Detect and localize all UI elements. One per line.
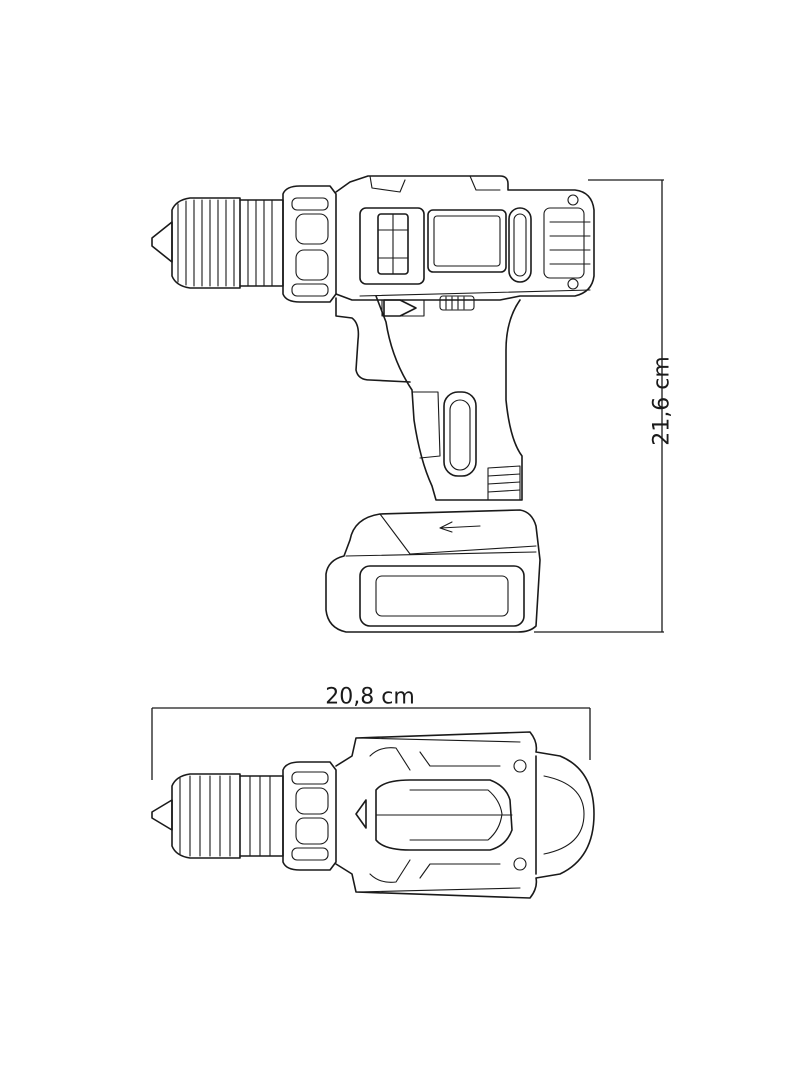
height-dimension: [534, 179, 664, 633]
chuck-top: [171, 773, 284, 859]
clutch-collar: [282, 185, 337, 303]
height-dimension-label: 21,6 cm: [649, 356, 675, 446]
housing-top: [335, 731, 595, 899]
chuck-tip-top: [151, 799, 173, 831]
handle: [335, 295, 523, 501]
clutch-collar-top: [282, 761, 337, 871]
drill-side-view: [151, 175, 595, 633]
width-dimension: [151, 707, 591, 780]
chuck: [171, 197, 284, 289]
drill-top-view: [151, 731, 595, 899]
chuck-tip: [151, 221, 173, 263]
motor-housing: [335, 175, 595, 301]
width-dimension-label: 20,8 cm: [325, 684, 415, 710]
battery-pack: [325, 509, 541, 633]
